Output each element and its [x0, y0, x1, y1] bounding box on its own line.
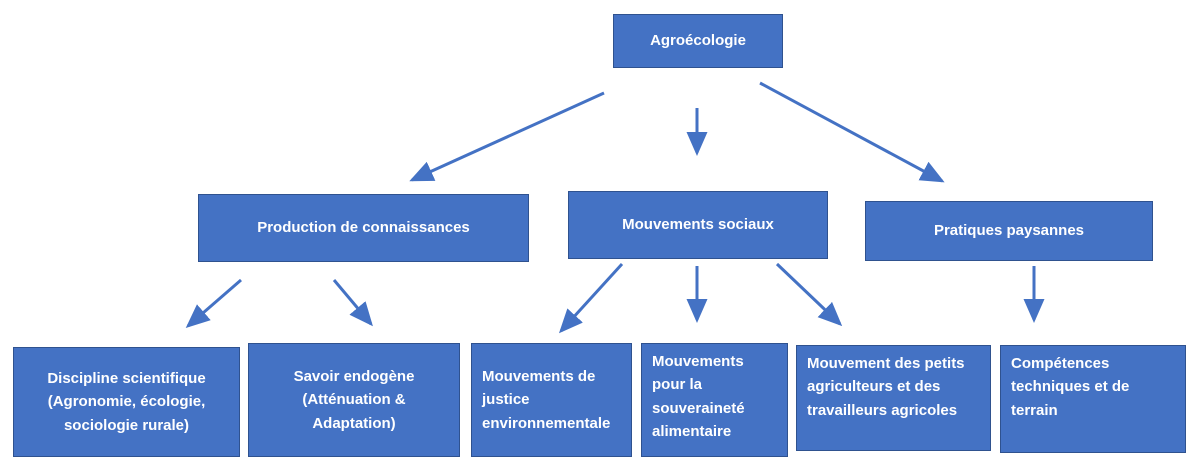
- arrow-production-to-savoir: [332, 279, 373, 327]
- node-souverainete-alimentaire: Mouvements pour la souveraineté alimenta…: [641, 343, 788, 457]
- node-agroecologie: Agroécologie: [613, 14, 783, 68]
- node-label: Pratiques paysannes: [933, 222, 1085, 240]
- node-petits-agriculteurs: Mouvement des petits agriculteurs et des…: [796, 345, 991, 451]
- arrow-root-to-production: [409, 91, 605, 182]
- node-savoir-endogene: Savoir endogène (Atténuation & Adaptatio…: [248, 343, 460, 457]
- node-label: Agroécologie: [650, 32, 746, 50]
- node-label: Discipline scientifique (Agronomie, écol…: [47, 370, 206, 434]
- node-label: Production de connaissances: [257, 219, 470, 237]
- node-label: Mouvements sociaux: [622, 216, 774, 234]
- node-label: Mouvements de justice environnementale: [482, 368, 611, 432]
- node-label: Mouvements pour la souveraineté alimenta…: [652, 353, 745, 440]
- arrow-root-to-pratiques: [759, 81, 945, 183]
- node-discipline-scientifique: Discipline scientifique (Agronomie, écol…: [13, 347, 240, 457]
- node-mouvements-sociaux: Mouvements sociaux: [568, 191, 828, 259]
- node-competences-techniques: Compétences techniques et de terrain: [1000, 345, 1186, 453]
- node-production-connaissances: Production de connaissances: [198, 194, 529, 262]
- node-label: Savoir endogène (Atténuation & Adaptatio…: [293, 368, 415, 432]
- node-pratiques-paysannes: Pratiques paysannes: [865, 201, 1153, 261]
- node-label: Mouvement des petits agriculteurs et des…: [807, 355, 965, 419]
- node-justice-environnementale: Mouvements de justice environnementale: [471, 343, 632, 457]
- node-label: Compétences techniques et de terrain: [1011, 355, 1130, 419]
- arrow-mouvements-to-justice: [558, 262, 624, 334]
- arrow-production-to-discipline: [185, 278, 242, 328]
- arrow-mouvements-to-petits: [775, 262, 843, 327]
